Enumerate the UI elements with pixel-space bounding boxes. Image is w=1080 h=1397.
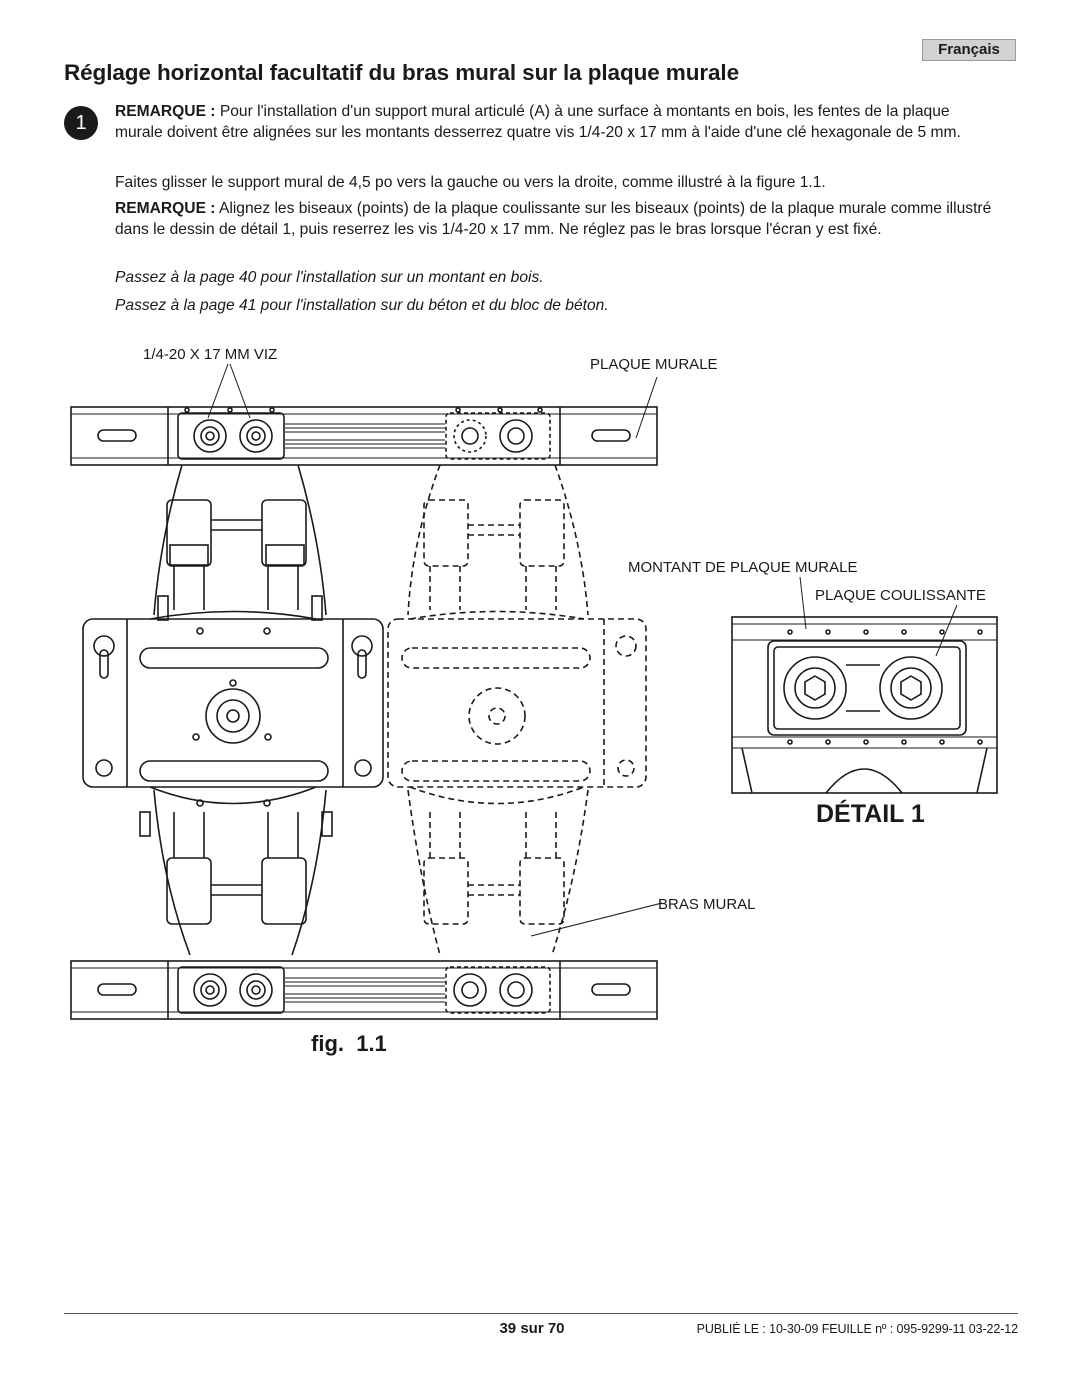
label-wall-arm: BRAS MURAL [658,896,756,913]
leader-lines [207,363,958,937]
note-label: REMARQUE : [115,103,216,120]
reference-concrete: Passez à la page 41 pour l'installation … [115,297,609,314]
publication-info: PUBLIÉ LE : 10-30-09 FEUILLE nº : 095-92… [696,1322,1018,1336]
figure-caption: fig. 1.1 [311,1031,387,1056]
note-text: Alignez les biseaux (points) de la plaqu… [115,200,992,238]
bottom-wall-plate [70,960,658,1020]
left-mounting-plate [82,610,384,807]
instruction-paragraph: Faites glisser le support mural de 4,5 p… [115,174,826,191]
left-wall-arm [139,464,333,956]
page-number: 39 sur 70 [499,1320,565,1337]
note-label: REMARQUE : [115,200,216,217]
label-wall-plate-stud: MONTANT DE PLAQUE MURALE [628,559,857,576]
footer-divider [64,1313,1018,1314]
detail-1-drawing [731,616,998,794]
top-wall-plate [70,406,658,466]
note-text: Pour l'installation d'un support mural a… [115,103,961,141]
reference-wood-stud: Passez à la page 40 pour l'installation … [115,269,544,286]
shifted-arm-dashed [387,464,647,956]
page-title: Réglage horizontal facultatif du bras mu… [64,60,739,85]
label-wall-plate: PLAQUE MURALE [590,356,718,373]
label-screws: 1/4-20 X 17 MM VIZ [143,346,277,363]
note-paragraph-1: REMARQUE : Pour l'installation d'un supp… [115,102,995,143]
note-paragraph-2: REMARQUE : Alignez les biseaux (points) … [115,199,995,240]
language-tab: Français [922,39,1016,61]
step-number-badge: 1 [64,106,98,140]
label-sliding-plate: PLAQUE COULISSANTE [815,587,986,604]
figure-1-1-diagram: 1/4-20 X 17 MM VIZ PLAQUE MURALE MONTANT… [70,346,998,1056]
detail-title: DÉTAIL 1 [816,799,925,828]
